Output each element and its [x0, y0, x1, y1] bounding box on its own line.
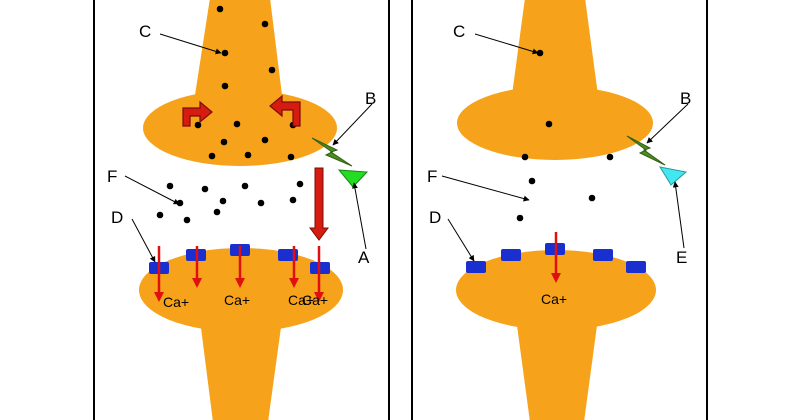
right-panel-border: [411, 0, 708, 420]
left-panel-border: [93, 0, 390, 420]
label-d: D: [111, 208, 123, 227]
left-panel: Ca+ Ca+ Ca+ Ca+ C B F D A: [93, 0, 390, 420]
left-leader-lines: [124, 33, 373, 263]
right-neurotransmitters-cleft: [516, 177, 596, 222]
right-postsynaptic-terminal: [456, 250, 656, 420]
right-leader-lines: [441, 33, 689, 262]
receptor-icon: [466, 261, 486, 273]
ion-label: Ca+: [224, 292, 250, 308]
right-panel: Ca+ C B F D E: [411, 0, 708, 420]
lightning-bolt-icon: [626, 135, 666, 166]
right-presynaptic-terminal: [457, 0, 653, 160]
label-c: C: [139, 22, 151, 41]
label-e: E: [676, 248, 687, 267]
ion-label: Ca+: [163, 294, 189, 310]
ion-label: Ca+: [302, 292, 328, 308]
ion-label: Ca+: [541, 291, 567, 307]
label-f: F: [107, 167, 117, 186]
receptor-icon: [593, 249, 613, 261]
down-arrow-icon: [309, 167, 329, 241]
lightning-bolt-icon: [311, 137, 353, 167]
triangle-icon: [337, 169, 369, 188]
left-presynaptic-terminal: [143, 0, 337, 166]
curved-arrow-icon: [182, 100, 213, 127]
label-b: B: [680, 89, 691, 108]
label-b: B: [365, 89, 376, 108]
receptor-icon: [626, 261, 646, 273]
curved-arrow-icon: [269, 94, 301, 127]
ion-label: Ca+: [288, 292, 314, 308]
left-vesicles-presynaptic: [194, 5, 297, 161]
left-ion-arrows: [154, 246, 324, 302]
left-neurotransmitters-cleft: [156, 180, 304, 224]
label-c: C: [453, 22, 465, 41]
label-f: F: [427, 167, 437, 186]
label-d: D: [429, 208, 441, 227]
left-postsynaptic-terminal: [139, 248, 343, 420]
triangle-icon: [658, 166, 688, 186]
label-a: A: [358, 248, 370, 267]
receptor-icon: [501, 249, 521, 261]
